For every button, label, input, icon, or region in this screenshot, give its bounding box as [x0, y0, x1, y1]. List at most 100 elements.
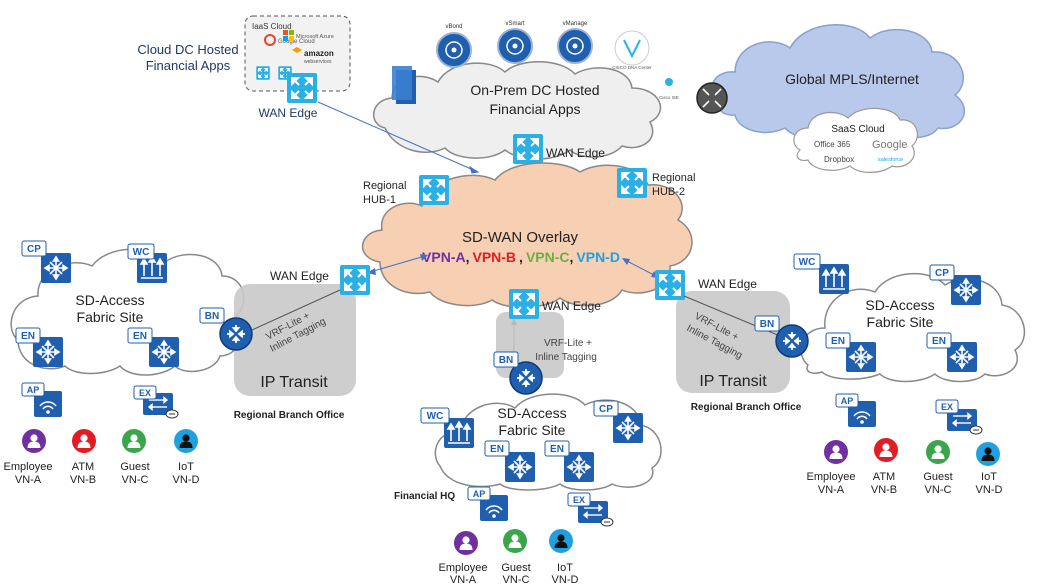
left-ex-tag	[133, 385, 157, 400]
right-en2-tag	[926, 332, 952, 349]
left-user-guest-vn: VN-C	[122, 474, 149, 486]
vsmart-icon	[497, 28, 533, 64]
cloud-dc-wan-edge-icon	[286, 72, 318, 104]
aws-sub-label: webservices	[304, 59, 332, 65]
hq-en2-label: EN	[550, 444, 564, 455]
left-user-employee	[22, 429, 46, 453]
left-wan-edge-icon	[339, 264, 371, 296]
right-bn-label: BN	[760, 319, 774, 330]
saas-cloud	[793, 107, 918, 173]
left-user-atm-name: ATM	[72, 461, 94, 473]
right-user-employee	[824, 440, 848, 464]
right-user-employee-vn: VN-A	[818, 484, 845, 496]
hq-en1-switch-icon	[504, 451, 536, 483]
onprem-dc-title-1: On-Prem DC Hosted	[470, 82, 599, 98]
right-user-iot-name: IoT	[981, 471, 997, 483]
hq-cp-label: CP	[599, 404, 613, 415]
right-fabric-title-1: SD-Access	[865, 297, 934, 313]
vpn-separator-3: ,	[570, 249, 574, 265]
left-bn-label: BN	[205, 311, 219, 322]
hq-en2-switch-icon	[563, 451, 595, 483]
right-fabric-title-2: Fabric Site	[867, 314, 934, 330]
vsmart-label: vSmart	[505, 21, 524, 27]
hq-wc-label: WC	[427, 411, 444, 422]
vpn-list: VPN-A,VPN-B,VPN-C,VPN-D	[422, 249, 620, 265]
hq-en1-label: EN	[490, 444, 504, 455]
vpn-b-label: VPN-B	[472, 249, 516, 265]
right-cp-label: CP	[935, 268, 949, 279]
onprem-wan-edge-label: WAN Edge	[546, 146, 605, 160]
left-wc-tag	[127, 243, 155, 260]
server-icon	[392, 66, 416, 104]
hq-user-employee-name: Employee	[439, 562, 488, 574]
hq-bn-tag	[493, 351, 519, 368]
hq-vrf-label-2: Inline Tagging	[535, 352, 597, 363]
left-en2-tag	[127, 327, 153, 344]
right-en1-switch-icon	[845, 341, 877, 373]
hq-fabric-title-2: Fabric Site	[499, 422, 566, 438]
vpn-d-label: VPN-D	[576, 249, 620, 265]
right-ex-tag	[935, 399, 959, 414]
hq-ex-label: EX	[573, 495, 585, 505]
google-cloud-label: Google Cloud	[278, 39, 315, 45]
ise-icon	[665, 78, 673, 86]
left-user-atm-vn: VN-B	[70, 474, 96, 486]
onprem-wan-edge-icon	[512, 133, 544, 165]
vpn-separator-2: ,	[519, 249, 523, 265]
right-user-atm-vn: VN-B	[871, 484, 897, 496]
dna-center-label: CISCO DNA Center	[612, 65, 652, 70]
vpn-a-label: VPN-A	[422, 249, 466, 265]
dna-center-icon	[614, 30, 650, 66]
onprem-dc-title-2: Financial Apps	[489, 101, 580, 117]
hq-user-guest	[503, 529, 527, 553]
hq-user-employee-vn: VN-A	[450, 574, 477, 585]
left-en2-switch-icon	[148, 336, 180, 368]
left-user-iot	[174, 429, 198, 453]
azure-logo	[283, 30, 294, 41]
right-user-guest-vn: VN-C	[925, 484, 952, 496]
left-wc-label: WC	[133, 247, 150, 258]
left-ap-tag	[21, 382, 45, 397]
left-user-iot-name: IoT	[178, 461, 194, 473]
right-en1-label: EN	[831, 336, 845, 347]
right-ex-label: EX	[941, 402, 953, 412]
vbond-label: vBond	[445, 24, 462, 30]
google-label: Google	[872, 139, 907, 151]
left-user-guest-name: Guest	[120, 461, 149, 473]
left-en1-tag	[15, 327, 41, 344]
left-ip-transit-box	[234, 284, 356, 396]
sdwan-overlay-title: SD-WAN Overlay	[462, 229, 579, 246]
right-office-label: Regional Branch Office	[691, 402, 802, 413]
dropbox-label: Dropbox	[824, 155, 854, 164]
hq-ap-tag	[467, 486, 491, 501]
hq-ap-label: AP	[473, 489, 486, 499]
mpls-router-icon	[696, 82, 728, 114]
aws-logo-mark	[292, 47, 302, 53]
hub1-router-icon	[418, 174, 450, 206]
vpn-separator-1: ,	[466, 249, 470, 265]
hub2-label-1: Regional	[652, 172, 695, 184]
right-user-atm	[874, 438, 898, 462]
hq-user-iot-vn: VN-D	[552, 574, 579, 585]
hq-user-guest-vn: VN-C	[503, 574, 530, 585]
vmanage-icon	[557, 28, 593, 64]
ise-label: Cisco ISE	[659, 95, 679, 100]
global-mpls-title: Global MPLS/Internet	[785, 71, 919, 87]
left-user-guest	[122, 429, 146, 453]
hq-cp-switch-icon	[612, 412, 644, 444]
right-en2-label: EN	[932, 336, 946, 347]
hq-wan-edge-label: WAN Edge	[542, 299, 601, 313]
hub2-router-icon	[616, 167, 648, 199]
right-ip-transit-label: IP Transit	[699, 373, 767, 390]
left-ap-label: AP	[27, 385, 40, 395]
hq-user-guest-name: Guest	[501, 562, 530, 574]
links	[317, 101, 657, 277]
right-bn-tag	[754, 315, 780, 332]
left-user-employee-name: Employee	[4, 461, 53, 473]
right-wc-icon	[818, 263, 850, 295]
right-en1-tag	[825, 332, 851, 349]
right-bn-router-icon	[775, 324, 809, 358]
right-en2-switch-icon	[946, 341, 978, 373]
left-cp-switch-icon	[40, 252, 72, 284]
